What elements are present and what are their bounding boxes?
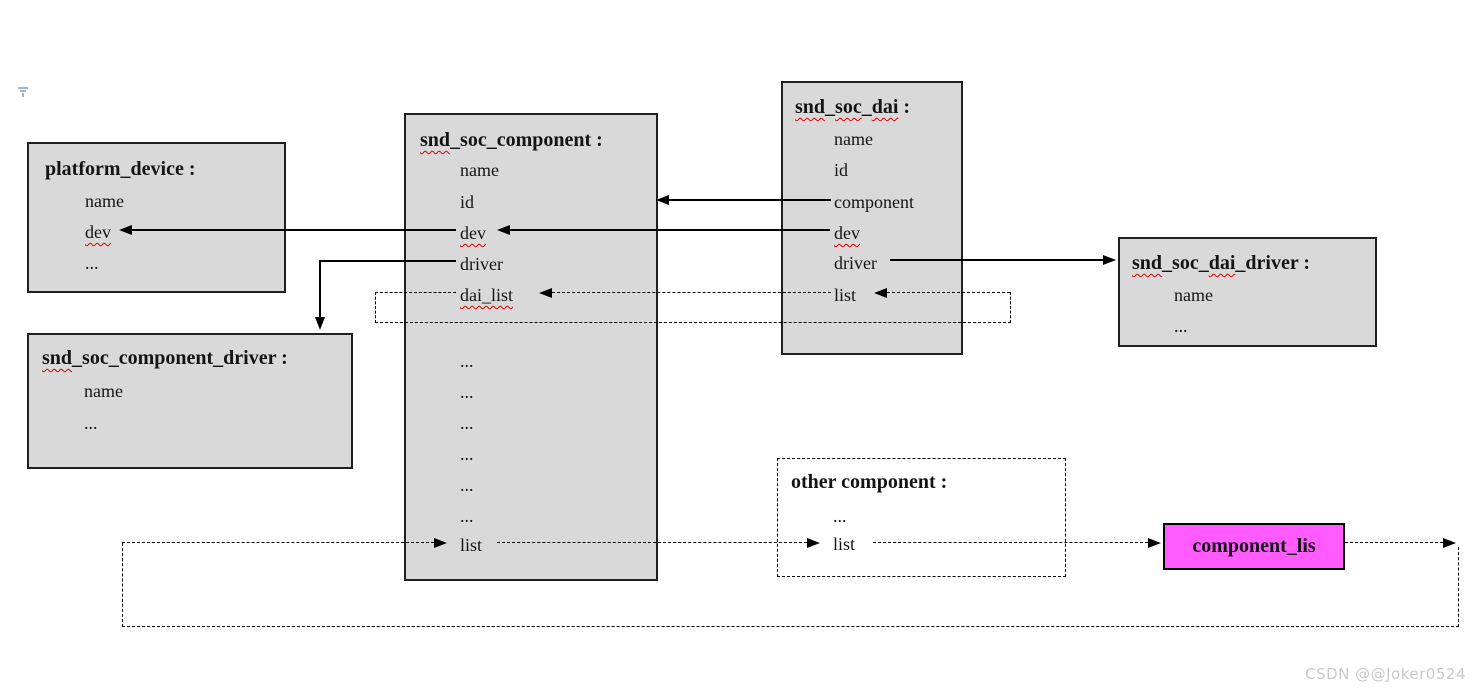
field-driver: driver xyxy=(460,254,503,274)
field-ellipsis: ... xyxy=(460,413,474,433)
arrowhead-loop-corner xyxy=(1443,538,1456,548)
box-title: other component : xyxy=(791,471,947,494)
arrowhead-into-dai-list-field xyxy=(539,288,552,298)
field-ellipsis: ... xyxy=(460,475,474,495)
dashed-list-loop-top-d xyxy=(1345,542,1443,543)
field-dev: dev xyxy=(85,222,111,242)
title-text: snd xyxy=(1132,252,1163,274)
box-snd-soc-dai-driver: snd_soc_dai_driver : name ... xyxy=(1118,237,1377,347)
title-text: _ xyxy=(861,96,872,118)
field-ellipsis: ... xyxy=(1174,316,1188,336)
field-name: name xyxy=(85,191,124,211)
title-text: _soc_component : xyxy=(450,129,603,151)
component-list-label: component_lis xyxy=(1192,535,1316,557)
title-text: other component : xyxy=(791,471,948,493)
field-name: name xyxy=(834,129,873,149)
title-text: dai xyxy=(1208,252,1236,274)
dashed-dailist-loop-top-b xyxy=(552,292,831,293)
box-snd-soc-component: snd_soc_component : name id dev driver d… xyxy=(404,113,658,581)
title-text: platform_device : xyxy=(45,158,196,180)
field-dev: dev xyxy=(834,223,860,243)
field-id: id xyxy=(834,160,849,180)
line-daicomponent-to-component xyxy=(668,199,831,201)
field-ellipsis: ... xyxy=(460,382,474,402)
title-text: snd xyxy=(795,96,826,118)
field-ellipsis: ... xyxy=(460,351,474,371)
dashed-dailist-loop-right xyxy=(1010,292,1011,323)
arrowhead-into-component-driver xyxy=(315,317,325,330)
dashed-dailist-loop-bottom xyxy=(375,322,1011,323)
dashed-list-loop-bottom xyxy=(122,626,1459,627)
line-driver-vertical xyxy=(319,260,321,318)
arrowhead-into-component-list xyxy=(434,538,447,548)
line-daidev-to-componentdev xyxy=(508,229,830,231)
field-name: name xyxy=(460,160,499,180)
arrowhead-into-dai-list xyxy=(874,288,887,298)
line-driver-horizontal xyxy=(320,260,456,262)
field-list: list xyxy=(834,285,857,305)
field-ellipsis: ... xyxy=(84,413,98,433)
title-text: _driver : xyxy=(1235,252,1310,274)
box-title: platform_device : xyxy=(45,158,196,181)
title-text: _soc_ xyxy=(1162,252,1209,274)
field-list: list xyxy=(460,535,483,555)
box-platform-device: platform_device : name dev ... xyxy=(27,142,286,293)
field-ellipsis: ... xyxy=(85,253,99,273)
arrowhead-into-platform-dev xyxy=(119,225,132,235)
box-snd-soc-dai: snd_soc_dai : name id component dev driv… xyxy=(781,81,963,355)
title-text: snd xyxy=(420,129,451,151)
title-text: _ xyxy=(825,96,836,118)
arrowhead-into-component-box xyxy=(656,195,669,205)
field-ellipsis: ... xyxy=(460,506,474,526)
arrowhead-into-component-dev xyxy=(497,225,510,235)
box-title: snd_soc_dai_driver : xyxy=(1132,252,1310,275)
title-text: : xyxy=(898,96,911,118)
field-dai-list: dai_list xyxy=(460,285,513,305)
field-ellipsis: ... xyxy=(460,444,474,464)
box-component-list: component_lis xyxy=(1163,523,1345,570)
title-text: soc xyxy=(835,96,862,118)
field-list: list xyxy=(833,534,856,554)
field-ellipsis: ... xyxy=(833,506,847,526)
field-name: name xyxy=(84,381,123,401)
arrowhead-into-component-list-node xyxy=(1148,538,1161,548)
dashed-list-loop-right xyxy=(1458,547,1459,627)
dashed-dailist-loop-top-c xyxy=(887,292,1010,293)
title-text: _soc_component_driver : xyxy=(72,347,288,369)
title-text: snd xyxy=(42,347,73,369)
dashed-list-loop-top-b xyxy=(497,542,807,543)
box-title: snd_soc_component_driver : xyxy=(42,347,288,370)
dashed-dailist-loop-left xyxy=(375,292,376,323)
box-snd-soc-component-driver: snd_soc_component_driver : name ... xyxy=(27,333,353,469)
dashed-list-loop-top-c xyxy=(873,542,1148,543)
field-driver: driver xyxy=(834,253,877,273)
line-daidriver-to-daidriverbox xyxy=(890,259,1106,261)
dashed-list-loop-left xyxy=(122,543,123,627)
line-componentdev-to-platformdev xyxy=(128,229,456,231)
dashed-dailist-loop-top-a xyxy=(375,292,456,293)
box-title: snd_soc_dai : xyxy=(795,96,910,119)
csdn-watermark: CSDN @@Joker0524 xyxy=(1305,665,1466,683)
arrowhead-into-dai-driver xyxy=(1103,255,1116,265)
box-title: snd_soc_component : xyxy=(420,129,603,152)
arrowhead-into-other-list xyxy=(807,538,820,548)
funnel-icon xyxy=(18,87,28,97)
field-id: id xyxy=(460,192,475,212)
dashed-list-loop-top-a xyxy=(122,542,434,543)
field-dev: dev xyxy=(460,223,486,243)
title-text: dai xyxy=(871,96,899,118)
box-other-component: other component : ... list xyxy=(777,458,1066,577)
field-name: name xyxy=(1174,285,1213,305)
field-component: component xyxy=(834,192,914,212)
